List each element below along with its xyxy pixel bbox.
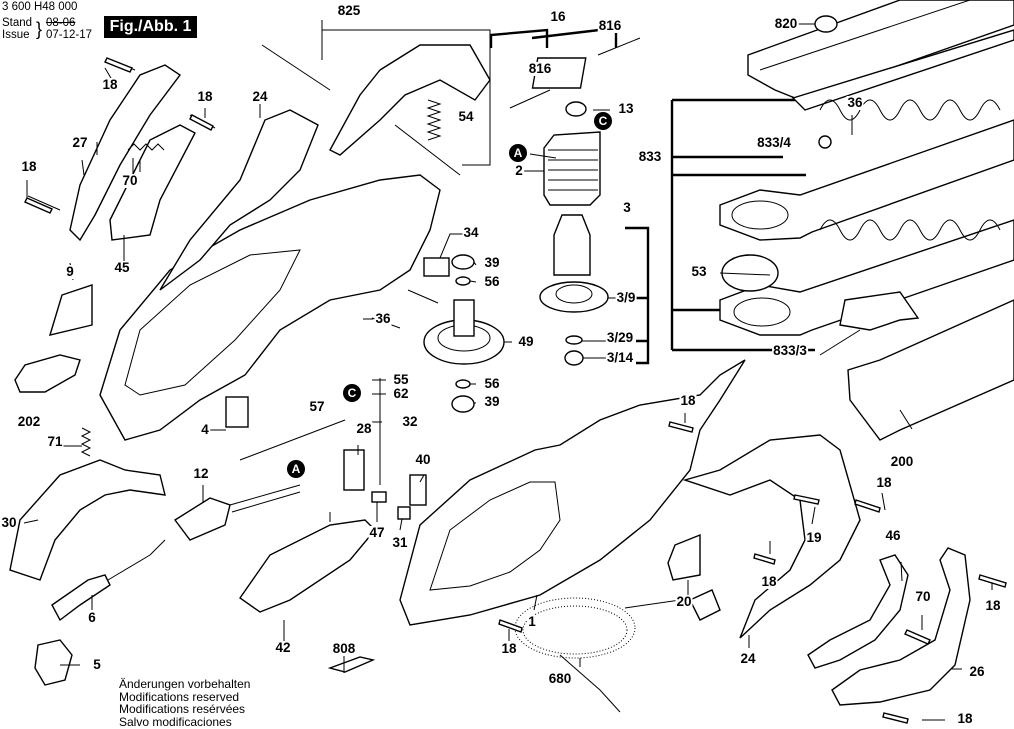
bracket-16 <box>489 28 549 48</box>
notice-es: Salvo modificaciones <box>119 714 232 729</box>
document-number: 3 600 H48 000 <box>2 1 78 13</box>
part-label: 1 <box>527 614 537 629</box>
issue-value: 07-12-17 <box>46 29 93 41</box>
part-label: 32 <box>401 414 419 429</box>
part-label: 9 <box>65 264 75 279</box>
part-label: 18 <box>500 641 518 656</box>
blade-upper <box>719 99 1014 241</box>
bracket-3 <box>625 226 650 365</box>
part-label: 39 <box>483 255 501 270</box>
part-label: 18 <box>956 711 974 726</box>
part-label: 36 <box>846 95 864 110</box>
part-label: 28 <box>355 421 373 436</box>
part-label: 13 <box>617 101 635 116</box>
part-label: 40 <box>414 452 432 467</box>
part-label: 200 <box>889 454 915 469</box>
stand-label: Stand <box>2 17 33 29</box>
part-label: 54 <box>457 109 475 124</box>
screws <box>24 57 1007 724</box>
part-label: 808 <box>331 641 357 656</box>
blade-lower <box>719 219 1014 336</box>
bracket-825 <box>321 20 491 166</box>
part-label: 45 <box>113 260 131 275</box>
part-label: 2 <box>514 163 524 178</box>
housing-main <box>399 359 746 626</box>
part-label: 57 <box>308 399 326 414</box>
reference-marker-a: A <box>287 460 305 478</box>
notice-fr: Modifications resérvées <box>119 702 246 717</box>
part-label: 816 <box>597 18 623 33</box>
part-label: 3/14 <box>605 350 635 365</box>
part-label: 833/3 <box>772 343 808 358</box>
part-label: 71 <box>46 434 64 449</box>
part-label: 31 <box>391 535 409 550</box>
part-label: 70 <box>121 173 139 188</box>
reference-marker-a: A <box>509 144 527 162</box>
part-label: 18 <box>196 89 214 104</box>
stand-value: 08-06 <box>46 17 76 29</box>
part-label: 30 <box>0 515 18 530</box>
part-label: 47 <box>368 525 386 540</box>
part-label: 34 <box>462 225 480 240</box>
part-label: 24 <box>251 89 269 104</box>
modifications-notice: Änderungen vorbehalten Modifications res… <box>119 678 250 728</box>
part-label: 62 <box>392 386 410 401</box>
part-label: 42 <box>274 640 292 655</box>
part-label: 825 <box>336 3 362 18</box>
part-label: 18 <box>875 475 893 490</box>
part-label: 18 <box>760 574 778 589</box>
part-label: 19 <box>805 530 823 545</box>
part-label: 26 <box>968 664 986 679</box>
part-label: 49 <box>517 334 535 349</box>
part-label: 46 <box>884 528 902 543</box>
part-label: 816 <box>527 61 553 76</box>
blade-guide-rail <box>747 0 1014 111</box>
part-label: 833 <box>637 149 663 164</box>
bracket-833 <box>670 98 815 352</box>
part-label: 5 <box>92 657 102 672</box>
figure-label: Fig./Abb. 1 <box>104 16 197 38</box>
part-label: 39 <box>483 394 501 409</box>
brace-icon: } <box>36 19 43 39</box>
part-label: 833/4 <box>756 135 792 150</box>
part-label: 18 <box>101 77 119 92</box>
part-label: 18 <box>20 159 38 174</box>
part-label: 202 <box>16 414 42 429</box>
notice-en: Modifications reserved <box>119 689 240 704</box>
part-label: 18 <box>984 598 1002 613</box>
part-label: 3/29 <box>605 330 635 345</box>
part-label: 16 <box>549 9 567 24</box>
notice-de: Änderungen vorbehalten <box>119 677 251 691</box>
part-label: 27 <box>71 135 89 150</box>
part-label: 70 <box>914 589 932 604</box>
part-label: 56 <box>483 274 501 289</box>
housing-shell-rear <box>99 109 441 441</box>
part-label: 20 <box>675 594 693 609</box>
part-label: 4 <box>200 422 210 437</box>
part-label: 24 <box>739 651 757 666</box>
part-label: 36 <box>374 311 392 326</box>
reference-marker-c: C <box>594 112 612 130</box>
part-label: 55 <box>392 372 410 387</box>
reference-marker-c: C <box>343 384 361 402</box>
part-label: 680 <box>547 671 573 686</box>
part-label: 3 <box>622 200 632 215</box>
issue-label: Issue <box>2 29 30 41</box>
part-label: 56 <box>483 376 501 391</box>
part-label: 820 <box>773 16 799 31</box>
part-label: 3/9 <box>615 290 637 305</box>
part-label: 6 <box>87 610 97 625</box>
part-label: 18 <box>679 393 697 408</box>
part-label: 12 <box>192 466 210 481</box>
part-label: 53 <box>690 264 708 279</box>
